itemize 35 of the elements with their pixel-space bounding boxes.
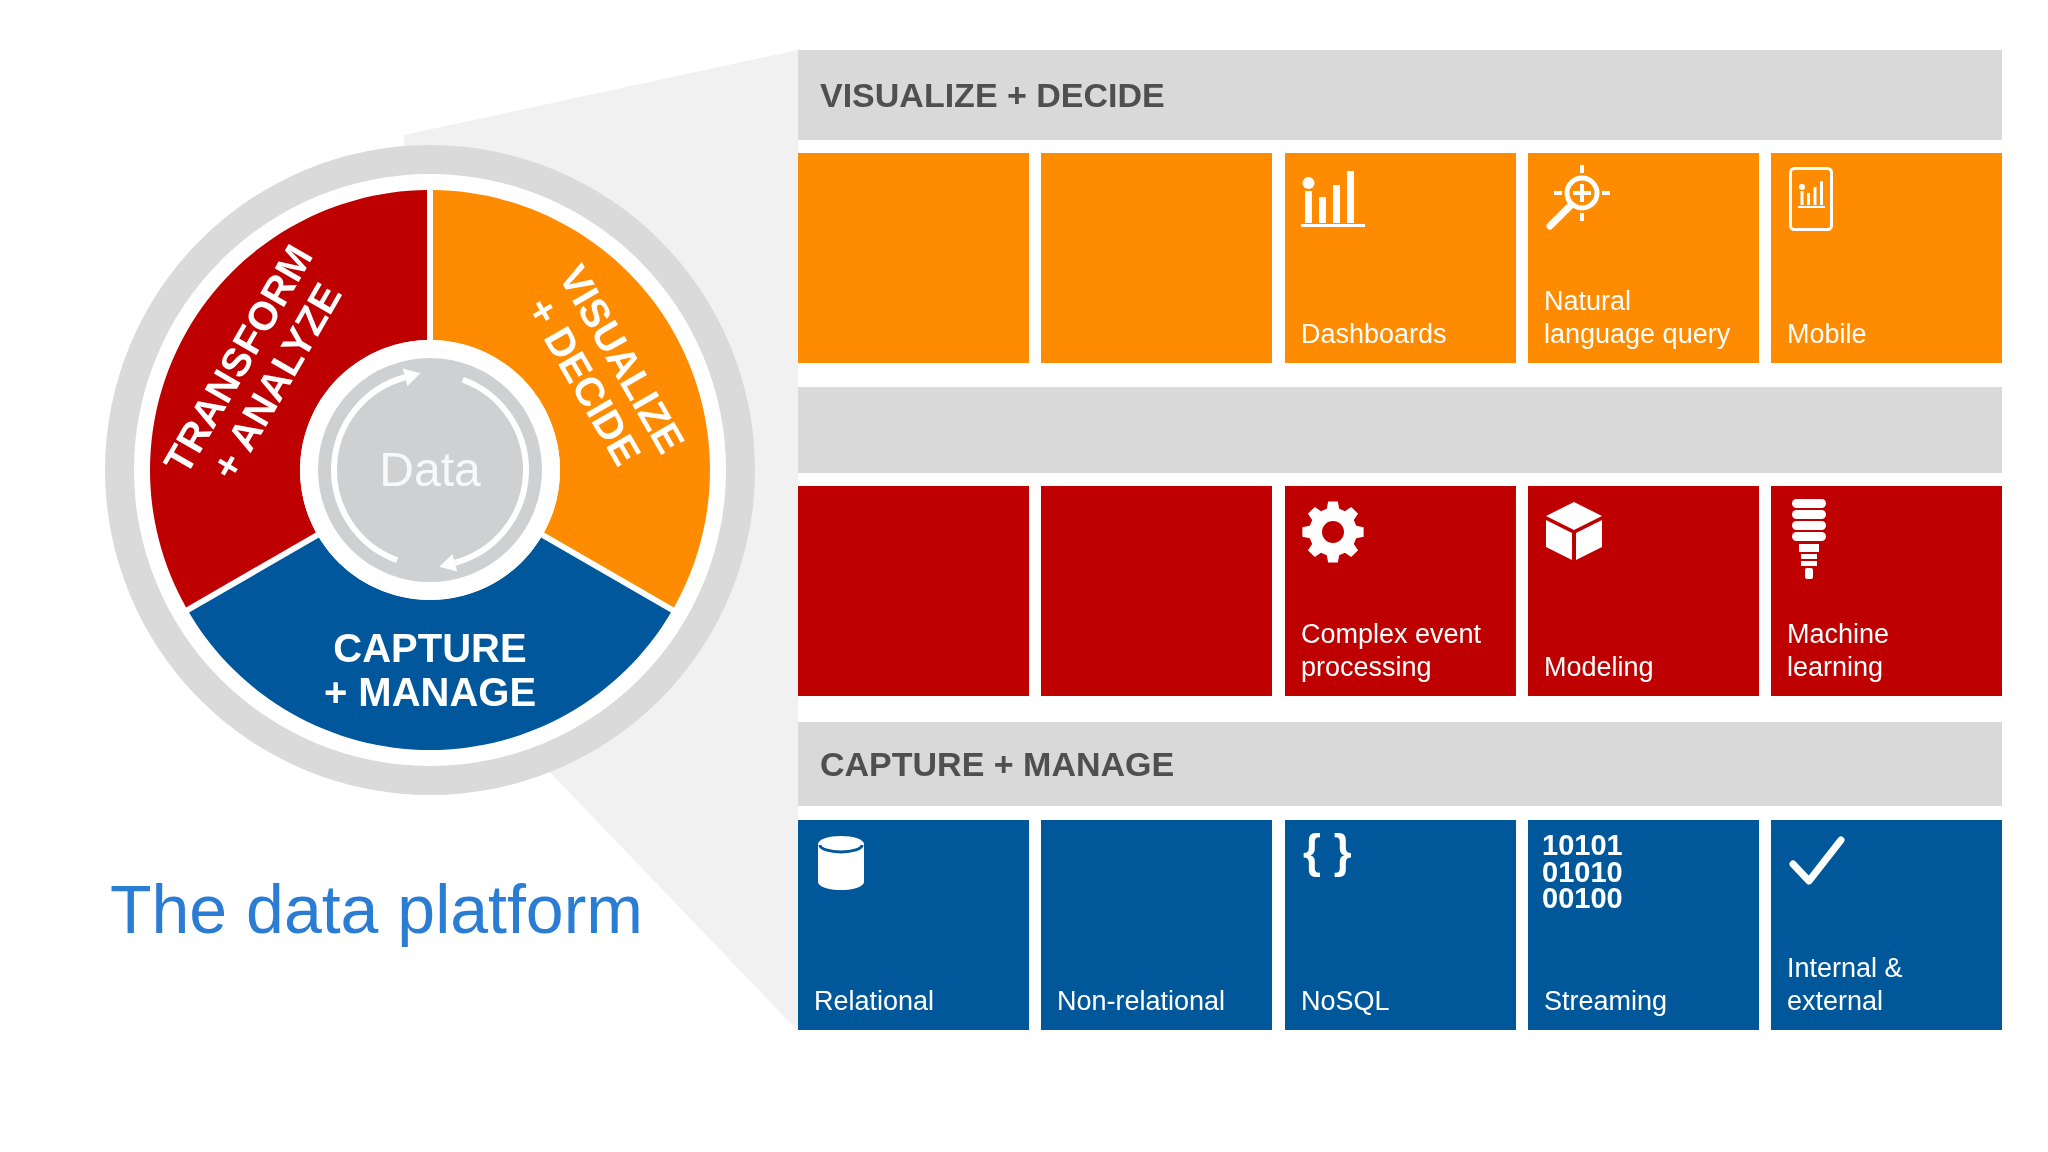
- tile-label: Relational: [814, 985, 936, 1018]
- tile-label: Dashboards: [1301, 318, 1448, 351]
- category-tile: [1041, 486, 1272, 696]
- category-tile: [1528, 820, 1759, 1030]
- category-tile: [1041, 820, 1272, 1030]
- category-tile: [1041, 153, 1272, 363]
- tile-label: Natural language query: [1544, 285, 1732, 351]
- tile-label: Internal & external: [1787, 952, 1904, 1018]
- tile-label: Modeling: [1544, 651, 1655, 684]
- section-band: [798, 50, 2002, 140]
- tile-label: Streaming: [1544, 985, 1669, 1018]
- category-tile: [1285, 153, 1516, 363]
- wheel-segment: [189, 537, 671, 750]
- category-tile: [1285, 486, 1516, 696]
- tile-label: Mobile: [1787, 318, 1868, 351]
- binary-digits: 10101 01010 00100: [1542, 832, 1624, 912]
- category-tile: [798, 820, 1029, 1030]
- tile-label: Non-relational: [1057, 985, 1227, 1018]
- category-tile: [1528, 486, 1759, 696]
- category-tile: [1528, 153, 1759, 363]
- category-tile: [1771, 820, 2002, 1030]
- tile-label: Complex event processing: [1301, 618, 1483, 684]
- category-tile: [798, 486, 1029, 696]
- category-tile: [1771, 153, 2002, 363]
- category-tile: [1771, 486, 2002, 696]
- category-tile: [798, 153, 1029, 363]
- category-tile: [1285, 820, 1516, 1030]
- page-title: The data platform: [110, 872, 643, 947]
- section-band: [798, 387, 2002, 473]
- section-band: [798, 722, 2002, 806]
- band-title: CAPTURE + MANAGE: [820, 743, 1175, 785]
- tile-label: Machine learning: [1787, 618, 1891, 684]
- band-title: VISUALIZE + DECIDE: [820, 74, 1165, 116]
- segment-label: CAPTURE + MANAGE: [322, 626, 538, 714]
- tile-label: NoSQL: [1301, 985, 1391, 1018]
